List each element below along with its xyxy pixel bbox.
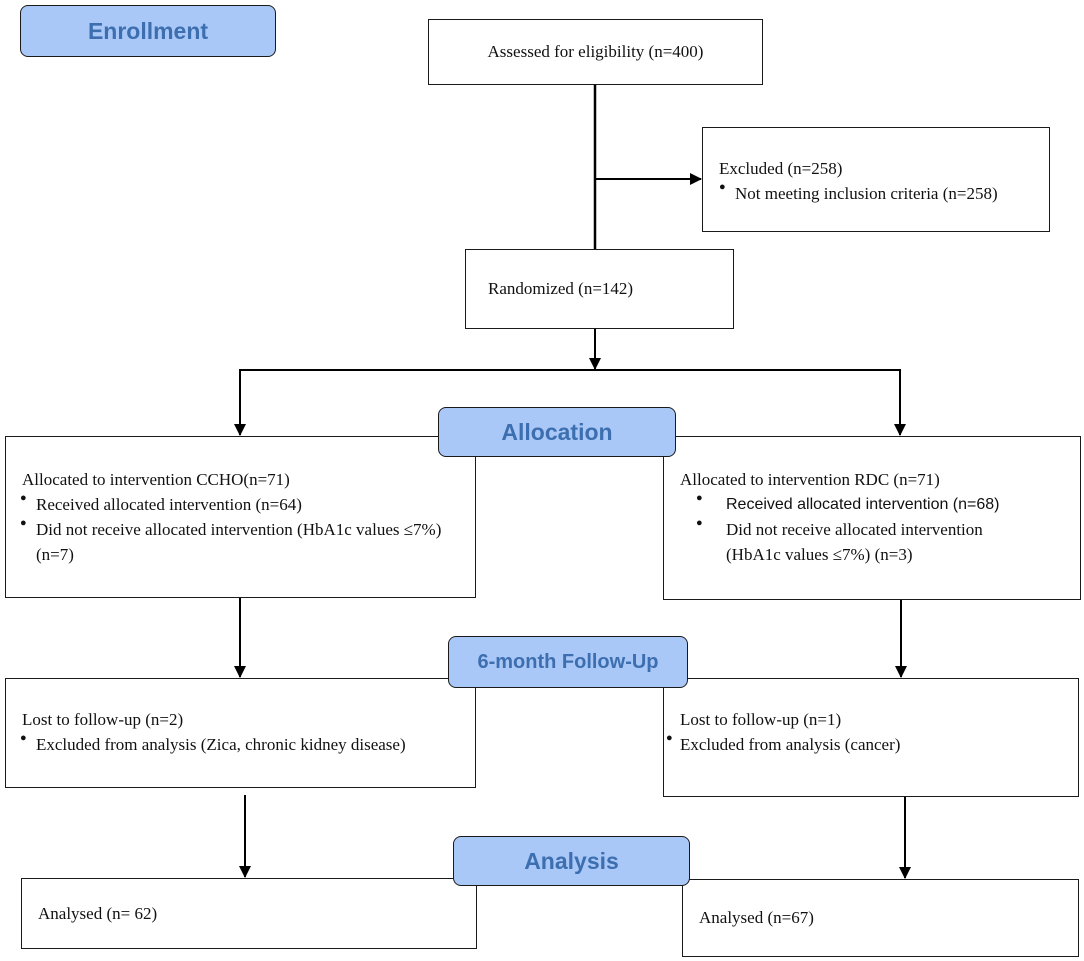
rdc-not-received-item: ● Did not receive allocated intervention… <box>680 517 1066 567</box>
rdc-not-received-text: Did not receive allocated intervention (… <box>726 520 983 564</box>
rdc-received-text: Received allocated intervention (n=68) <box>726 496 1000 513</box>
ccho-allocation-box: Allocated to intervention CCHO(n=71) ● R… <box>5 436 476 598</box>
analysed-right-text: Analysed (n=67) <box>699 908 814 927</box>
followup-right-box: Lost to follow-up (n=1) ● Excluded from … <box>663 678 1079 797</box>
stage-label-analysis: Analysis <box>453 836 690 886</box>
ccho-received-item: ● Received allocated intervention (n=64) <box>20 492 461 517</box>
ccho-title: Allocated to intervention CCHO(n=71) <box>22 470 290 489</box>
bullet-icon: ● <box>20 492 27 504</box>
stage-allocation-text: Allocation <box>501 418 613 445</box>
bullet-icon: ● <box>696 492 703 504</box>
analysed-left-box: Analysed (n= 62) <box>21 878 477 949</box>
stage-followup-text: 6-month Follow-Up <box>477 650 659 673</box>
followup-left-box: Lost to follow-up (n=2) ● Excluded from … <box>5 678 476 788</box>
analysed-left-text: Analysed (n= 62) <box>38 903 158 923</box>
followup-left-bullet-text: Excluded from analysis (Zica, chronic ki… <box>36 735 406 754</box>
ccho-not-received-item: ● Did not receive allocated intervention… <box>20 517 461 567</box>
randomized-box: Randomized (n=142) <box>465 249 734 329</box>
stage-analysis-text: Analysis <box>524 847 619 874</box>
analysed-right-box: Analysed (n=67) <box>682 879 1079 957</box>
excluded-bullet-text: Not meeting inclusion criteria (n=258) <box>735 184 998 203</box>
excluded-bullet-item: ● Not meeting inclusion criteria (n=258) <box>719 181 1049 206</box>
excluded-box: Excluded (n=258) ● Not meeting inclusion… <box>702 127 1050 232</box>
followup-right-bullet-item: ● Excluded from analysis (cancer) <box>664 732 1068 757</box>
assessed-text: Assessed for eligibility (n=400) <box>487 42 704 61</box>
followup-right-title: Lost to follow-up (n=1) <box>680 710 842 729</box>
rdc-received-item: ● Received allocated intervention (n=68) <box>680 492 1066 517</box>
assessed-box: Assessed for eligibility (n=400) <box>428 19 763 85</box>
followup-left-title: Lost to follow-up (n=2) <box>22 710 184 729</box>
rdc-title: Allocated to intervention RDC (n=71) <box>680 470 940 489</box>
bullet-icon: ● <box>666 732 673 744</box>
ccho-received-text: Received allocated intervention (n=64) <box>36 495 302 514</box>
bullet-icon: ● <box>696 517 703 529</box>
stage-label-followup: 6-month Follow-Up <box>448 636 688 688</box>
stage-enrollment-text: Enrollment <box>87 17 209 44</box>
bullet-icon: ● <box>20 732 27 744</box>
followup-left-bullet-item: ● Excluded from analysis (Zica, chronic … <box>20 732 461 757</box>
randomized-text: Randomized (n=142) <box>488 279 634 298</box>
followup-right-bullet-text: Excluded from analysis (cancer) <box>680 735 901 754</box>
excluded-title: Excluded (n=258) <box>719 159 843 178</box>
rdc-allocation-box: Allocated to intervention RDC (n=71) ● R… <box>663 436 1081 600</box>
bullet-icon: ● <box>20 517 27 529</box>
stage-label-enrollment: Enrollment <box>20 5 276 57</box>
bullet-icon: ● <box>719 181 726 193</box>
stage-label-allocation: Allocation <box>438 407 676 457</box>
ccho-not-received-text: Did not receive allocated intervention (… <box>36 520 442 564</box>
